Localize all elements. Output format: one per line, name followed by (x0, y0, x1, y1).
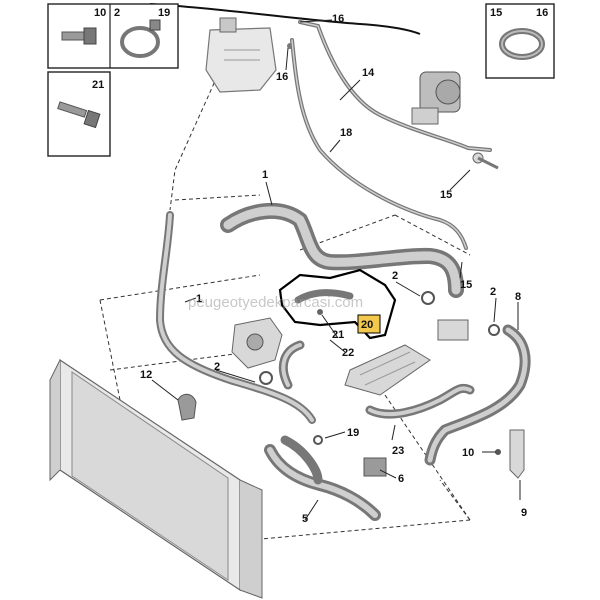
callout-18: 18 (340, 127, 352, 139)
connector-15-top (472, 152, 499, 170)
expansion-tank (205, 17, 293, 93)
callout-labels: 1 1 2 2 2 5 6 8 9 10 12 14 15 15 16 16 1… (140, 13, 527, 525)
water-pump-valve (411, 71, 461, 125)
spring-clip-icon (499, 28, 545, 60)
hose-clamp-icon (120, 19, 161, 58)
callout-8: 8 (515, 291, 521, 303)
hand-drawn-top-line (149, 3, 421, 35)
callout-1: 1 (262, 169, 268, 181)
callout-22: 22 (342, 347, 354, 359)
callout-5: 5 (302, 513, 308, 525)
highlight-20 (357, 314, 381, 334)
inset-c-label-16: 16 (536, 7, 548, 19)
clip-12 (177, 393, 197, 421)
watermark-text: peugeotyedekparcasi.com (188, 294, 363, 311)
callout-23: 23 (392, 445, 404, 457)
callout-6: 6 (398, 473, 404, 485)
screw-icon (57, 101, 101, 129)
inset-a-label-2: 2 (114, 7, 120, 19)
callout-12: 12 (140, 369, 152, 381)
callout-16b: 16 (276, 71, 288, 83)
callout-2c: 2 (214, 361, 220, 373)
highlighted-thermostat-area (278, 268, 397, 340)
callout-15b: 15 (460, 279, 472, 291)
bracket-9 (509, 429, 525, 479)
radiator (49, 358, 263, 599)
callout-20: 20 (361, 319, 373, 331)
hose-14 (298, 20, 492, 152)
egr-cooler (344, 344, 431, 396)
bolt-icon (61, 27, 97, 45)
bracket-6 (363, 457, 387, 477)
dashed-assembly-lines (99, 69, 471, 541)
callout-16a: 16 (332, 13, 344, 25)
callout-2b: 2 (490, 286, 496, 298)
callout-21: 21 (332, 329, 344, 341)
callout-9: 9 (521, 507, 527, 519)
callout-leader-lines (151, 19, 521, 521)
thermostat-housing (231, 317, 283, 385)
hose-5-branch (280, 435, 323, 485)
main-hose-1 (220, 202, 464, 298)
callout-19: 19 (347, 427, 359, 439)
inset-box-screw: 21 (47, 71, 111, 157)
water-outlet-connector (421, 291, 500, 341)
inset-a-label-10: 10 (94, 7, 106, 19)
callout-1b: 1 (196, 293, 202, 305)
callout-2a: 2 (392, 270, 398, 282)
callout-14: 14 (362, 67, 375, 79)
inset-box-bolt-clamp: 10 2 19 (47, 3, 179, 69)
inset-box-clip: 15 16 (485, 3, 555, 79)
callout-15a: 15 (440, 189, 452, 201)
inset-a-label-19: 19 (158, 7, 170, 19)
callout-10: 10 (462, 447, 474, 459)
inset-b-label-21: 21 (92, 79, 104, 91)
inset-c-label-15: 15 (490, 7, 502, 19)
hose-18 (290, 38, 468, 250)
